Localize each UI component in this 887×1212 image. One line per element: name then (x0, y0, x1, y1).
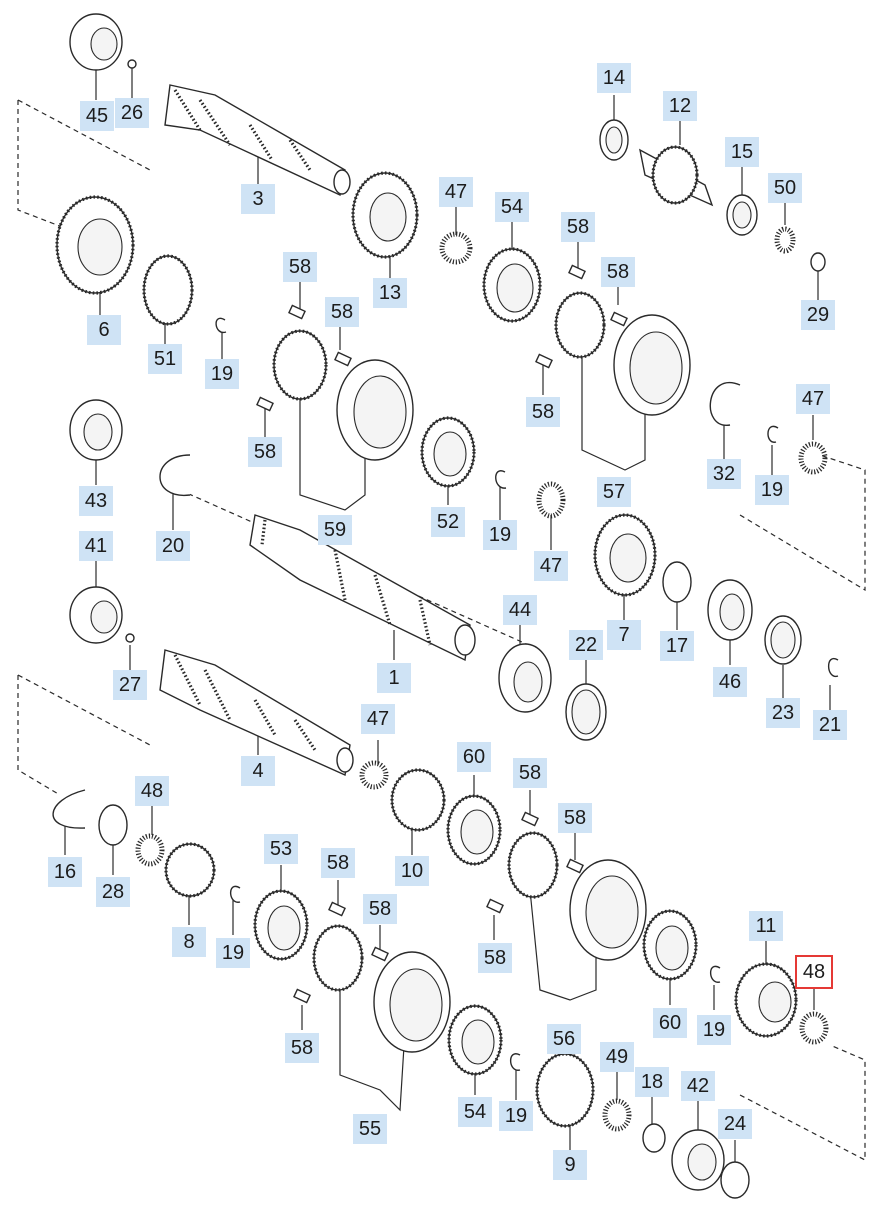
callout-26[interactable]: 26 (115, 98, 149, 128)
callout-12[interactable]: 12 (663, 91, 697, 121)
shaft-1 (249, 514, 476, 662)
callout-47[interactable]: 47 (796, 384, 830, 414)
leader-56 (529, 889, 597, 1001)
callout-27[interactable]: 27 (113, 670, 147, 700)
callout-6[interactable]: 6 (87, 315, 121, 345)
callout-24[interactable]: 24 (718, 1109, 752, 1139)
leader-59 (299, 385, 366, 511)
leader-57 (581, 340, 646, 471)
callout-13[interactable]: 13 (373, 278, 407, 308)
callout-41[interactable]: 41 (79, 531, 113, 561)
callout-60[interactable]: 60 (457, 742, 491, 772)
callout-47[interactable]: 47 (439, 177, 473, 207)
shaft-axis-main (179, 489, 541, 651)
shaft-axis-right (739, 454, 866, 592)
shaft-4 (159, 649, 354, 777)
callout-10[interactable]: 10 (395, 856, 429, 886)
callout-48-selected[interactable]: 48 (795, 955, 833, 989)
callout-46[interactable]: 46 (713, 667, 747, 697)
callout-3[interactable]: 3 (241, 184, 275, 214)
shaft-axis-lower (17, 674, 151, 796)
callout-19[interactable]: 19 (205, 359, 239, 389)
callout-58[interactable]: 58 (561, 212, 595, 242)
callout-58[interactable]: 58 (526, 397, 560, 427)
callout-43[interactable]: 43 (79, 486, 113, 516)
callout-57[interactable]: 57 (597, 477, 631, 507)
callout-20[interactable]: 20 (156, 531, 190, 561)
callout-4[interactable]: 4 (241, 756, 275, 786)
callout-58[interactable]: 58 (558, 803, 592, 833)
callout-45[interactable]: 45 (80, 101, 114, 131)
callout-58[interactable]: 58 (513, 758, 547, 788)
callout-55[interactable]: 55 (353, 1114, 387, 1144)
callout-47[interactable]: 47 (534, 551, 568, 581)
callout-1[interactable]: 1 (377, 663, 411, 693)
callout-14[interactable]: 14 (597, 63, 631, 93)
shaft-12 (639, 145, 714, 207)
callout-58[interactable]: 58 (325, 297, 359, 327)
callout-58[interactable]: 58 (601, 257, 635, 287)
callout-52[interactable]: 52 (431, 507, 465, 537)
callout-58[interactable]: 58 (283, 252, 317, 282)
callout-49[interactable]: 49 (600, 1042, 634, 1072)
callout-58[interactable]: 58 (478, 943, 512, 973)
callout-53[interactable]: 53 (264, 834, 298, 864)
leader-55 (339, 980, 406, 1112)
callout-51[interactable]: 51 (148, 344, 182, 374)
callout-44[interactable]: 44 (503, 595, 537, 625)
shaft-3 (164, 84, 351, 197)
callout-23[interactable]: 23 (766, 698, 800, 728)
callout-42[interactable]: 42 (681, 1071, 715, 1101)
callout-54[interactable]: 54 (495, 192, 529, 222)
callout-19[interactable]: 19 (499, 1101, 533, 1131)
callout-15[interactable]: 15 (725, 137, 759, 167)
callout-22[interactable]: 22 (569, 630, 603, 660)
callout-19[interactable]: 19 (697, 1015, 731, 1045)
callout-29[interactable]: 29 (801, 300, 835, 330)
callout-19[interactable]: 19 (216, 938, 250, 968)
callout-8[interactable]: 8 (172, 927, 206, 957)
callout-59[interactable]: 59 (318, 515, 352, 545)
callout-17[interactable]: 17 (660, 631, 694, 661)
callout-18[interactable]: 18 (635, 1067, 669, 1097)
callout-56[interactable]: 56 (547, 1024, 581, 1054)
callout-54[interactable]: 54 (458, 1097, 492, 1127)
callout-47[interactable]: 47 (361, 704, 395, 734)
callout-60[interactable]: 60 (653, 1008, 687, 1038)
shift-keys (256, 264, 628, 1004)
callout-19[interactable]: 19 (483, 520, 517, 550)
bearings-and-gears (52, 13, 839, 1199)
callout-48[interactable]: 48 (135, 776, 169, 806)
callout-7[interactable]: 7 (607, 620, 641, 650)
callout-11[interactable]: 11 (749, 911, 783, 941)
callout-28[interactable]: 28 (96, 877, 130, 907)
callout-58[interactable]: 58 (321, 848, 355, 878)
callout-21[interactable]: 21 (813, 710, 847, 740)
callout-9[interactable]: 9 (553, 1150, 587, 1180)
callout-19[interactable]: 19 (755, 475, 789, 505)
shaft-axis-upper (17, 99, 151, 231)
callout-58[interactable]: 58 (363, 894, 397, 924)
callout-32[interactable]: 32 (707, 459, 741, 489)
callout-16[interactable]: 16 (48, 857, 82, 887)
callout-58[interactable]: 58 (248, 437, 282, 467)
shaft-axis-bottom (739, 1044, 866, 1161)
callout-58[interactable]: 58 (285, 1033, 319, 1063)
callout-50[interactable]: 50 (768, 173, 802, 203)
